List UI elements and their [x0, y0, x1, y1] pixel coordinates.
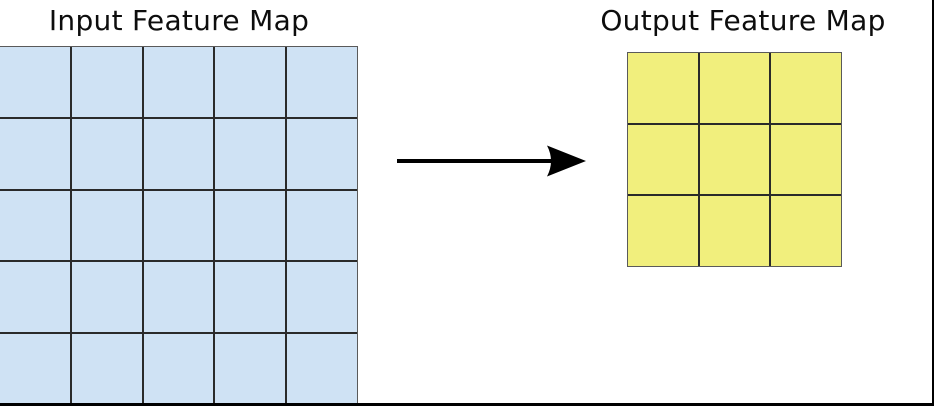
grid-cell	[287, 118, 357, 189]
input-feature-map-title: Input Feature Map	[48, 4, 310, 37]
grid-cell	[0, 334, 70, 403]
grid-cell	[71, 262, 142, 333]
grid-cell	[771, 196, 841, 266]
grid-cell	[0, 47, 70, 117]
grid-cell	[71, 118, 142, 189]
grid-cell	[0, 118, 70, 189]
grid-cell	[215, 190, 286, 261]
output-feature-map-grid	[627, 52, 842, 267]
grid-cell	[0, 262, 70, 333]
grid-cell	[287, 334, 357, 403]
grid-cell	[143, 118, 214, 189]
arrow-head	[547, 145, 586, 177]
grid-cell	[0, 190, 70, 261]
grid-cell	[143, 262, 214, 333]
grid-cell	[215, 262, 286, 333]
grid-cell	[71, 47, 142, 117]
grid-cell	[71, 190, 142, 261]
output-feature-map-title: Output Feature Map	[600, 4, 886, 37]
grid-cell	[699, 53, 770, 123]
grid-cell	[699, 124, 770, 195]
grid-cell	[771, 53, 841, 123]
grid-cell	[287, 190, 357, 261]
grid-cell	[215, 118, 286, 189]
grid-cell	[628, 53, 698, 123]
grid-cell	[215, 47, 286, 117]
grid-cell	[628, 196, 698, 266]
right-arrow-icon	[397, 145, 586, 177]
input-feature-map-grid	[0, 46, 358, 403]
grid-cell	[771, 124, 841, 195]
grid-cell	[143, 334, 214, 403]
grid-cell	[143, 190, 214, 261]
grid-cell	[143, 47, 214, 117]
grid-cell	[628, 124, 698, 195]
grid-cell	[215, 334, 286, 403]
grid-cell	[287, 262, 357, 333]
grid-cell	[699, 196, 770, 266]
grid-cell	[287, 47, 357, 117]
grid-cell	[71, 334, 142, 403]
